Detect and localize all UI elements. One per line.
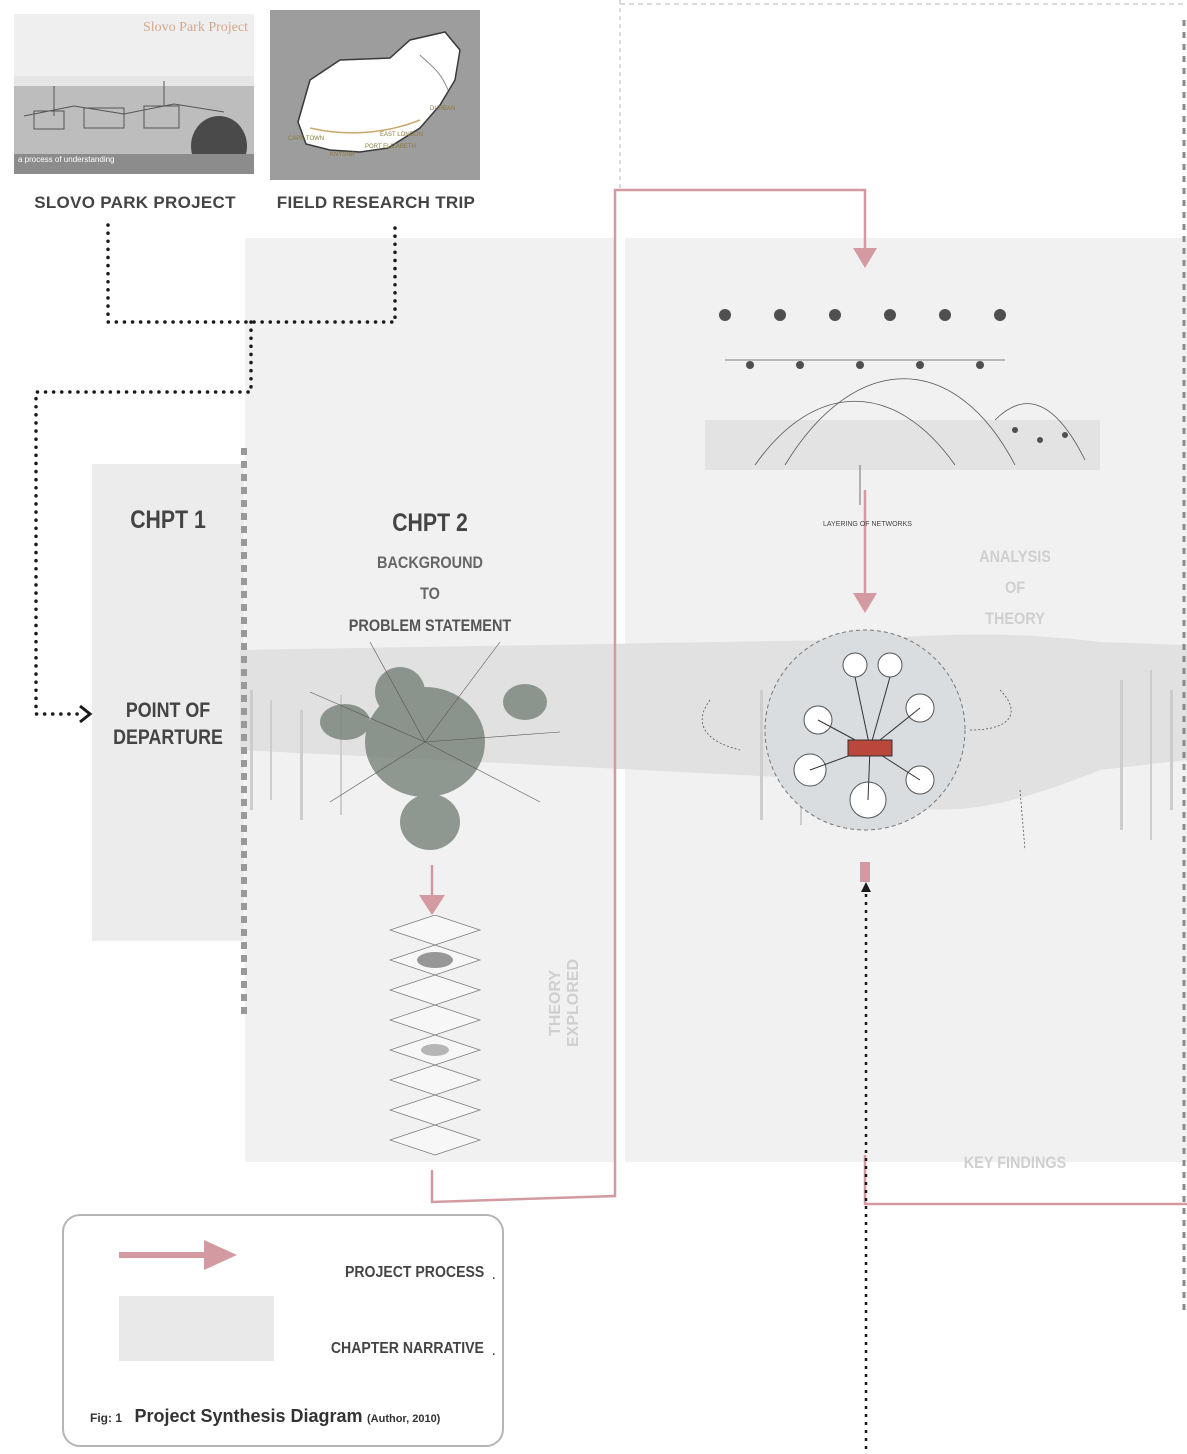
chapter-1-divider <box>241 448 247 1018</box>
field-research-caption: FIELD RESEARCH TRIP <box>276 193 476 212</box>
dotted-narrative-path <box>34 223 397 724</box>
legend-box: PROJECT PROCESS . CHAPTER NARRATIVE . Fi… <box>62 1214 504 1447</box>
chapter-2-title: CHPT 2 <box>392 509 468 537</box>
project-process-arrow-icon <box>119 1240 237 1270</box>
layering-networks-diagram[interactable]: LAYERING OF NETWORKS <box>695 290 1105 530</box>
map-label-durban: DURBAN <box>430 106 455 112</box>
figure-credit: (Author, 2010) <box>367 1413 441 1425</box>
of-label: OF <box>1004 578 1026 597</box>
slovo-thumbnail-subtitle: a process of understanding <box>18 155 115 164</box>
chapter-2-line-3: PROBLEM STATEMENT <box>348 616 512 635</box>
legend-project-process-dot: . <box>491 1266 496 1283</box>
key-findings-dotted-arrow <box>861 882 871 1454</box>
right-frame-dashes <box>619 0 1187 1310</box>
layering-networks-caption: LAYERING OF NETWORKS <box>823 521 912 528</box>
figure-caption: Fig: 1 Project Synthesis Diagram (Author… <box>90 1406 440 1427</box>
theory-label: THEORY <box>985 609 1045 628</box>
chapter-2-line-1: BACKGROUND <box>377 553 483 572</box>
analysis-label: ANALYSIS <box>979 547 1051 566</box>
chapter-2-line-2: TO <box>420 584 440 603</box>
figure-number: Fig: 1 <box>90 1411 122 1425</box>
chapter-1-subtitle: POINT OF DEPARTURE <box>113 699 223 749</box>
legend-project-process: PROJECT PROCESS <box>344 1264 484 1281</box>
project-process-path <box>419 188 1187 1206</box>
stacked-theory-layers <box>388 915 482 1156</box>
slovo-sketch-illustration <box>14 76 254 174</box>
synthesis-cycle-diagram[interactable] <box>700 620 1030 850</box>
legend-chapter-narrative: CHAPTER NARRATIVE <box>330 1340 484 1357</box>
chapter-1-panel <box>92 464 244 941</box>
field-research-thumbnail[interactable]: CAPE TOWN EAST LONDON PORT ELIZABETH DUR… <box>270 10 480 180</box>
map-label-knysna: KNYSNA <box>330 152 355 158</box>
map-label-east-london: EAST LONDON <box>380 132 423 138</box>
slovo-thumbnail-title: Slovo Park Project <box>143 20 248 35</box>
figure-title: Project Synthesis Diagram <box>134 1406 363 1426</box>
theory-network-graphic[interactable] <box>290 632 580 862</box>
chapter-1-title: CHPT 1 <box>130 506 206 534</box>
legend-chapter-narrative-dot: . <box>491 1342 496 1359</box>
map-label-cape-town: CAPE TOWN <box>288 136 324 142</box>
south-africa-map: CAPE TOWN EAST LONDON PORT ELIZABETH DUR… <box>288 31 461 158</box>
map-label-port-elizabeth: PORT ELIZABETH <box>365 144 416 150</box>
chapter-narrative-swatch <box>119 1296 274 1361</box>
key-findings-label: KEY FINDINGS <box>963 1153 1067 1172</box>
slovo-park-thumbnail[interactable]: Slovo Park Project a process of understa… <box>14 14 254 174</box>
slovo-park-caption: SLOVO PARK PROJECT <box>34 193 236 212</box>
